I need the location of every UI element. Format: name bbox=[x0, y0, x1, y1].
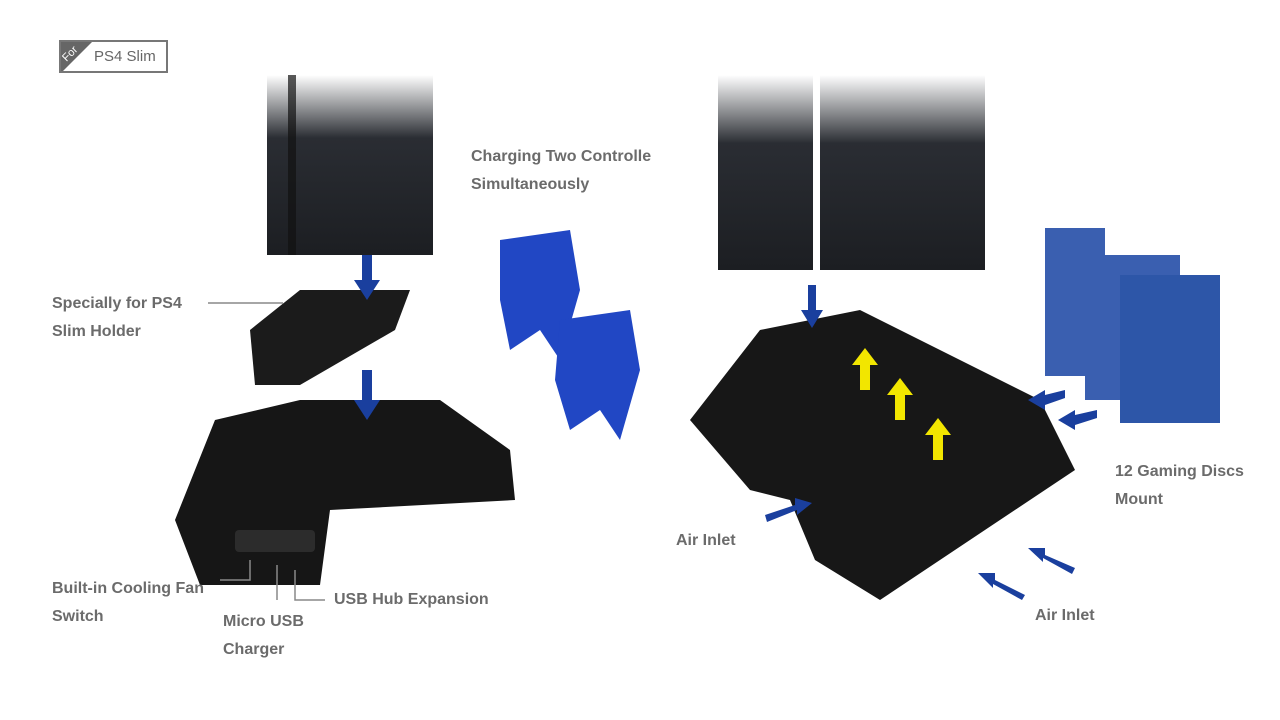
left-arrow-icon bbox=[1028, 390, 1065, 410]
up-arrow-icon bbox=[925, 418, 951, 460]
slim-holder bbox=[250, 290, 410, 385]
badge-model: PS4 Slim bbox=[94, 48, 156, 65]
charging-label-line2: Simultaneously bbox=[471, 176, 590, 193]
fan-switch-label: Built-in Cooling Fan Switch bbox=[52, 575, 204, 631]
discs-mount-label: 12 Gaming Discs Mount bbox=[1115, 458, 1244, 514]
micro-label-line2: Charger bbox=[223, 641, 285, 658]
micro-label-line1: Micro USB bbox=[223, 613, 304, 630]
left-arrow-icon bbox=[978, 573, 1025, 600]
model-badge: For PS4 Slim bbox=[59, 40, 168, 73]
ps4-pro-console bbox=[718, 75, 813, 270]
arrows bbox=[354, 255, 1097, 600]
vertical-stand-right bbox=[690, 310, 1075, 600]
vertical-stand-left bbox=[175, 400, 515, 585]
up-arrow-icon bbox=[852, 348, 878, 390]
charging-label: Charging Two Controlle Simultaneously bbox=[471, 143, 651, 199]
down-arrow-icon bbox=[801, 285, 823, 328]
discs-label-line1: 12 Gaming Discs bbox=[1115, 463, 1244, 480]
down-arrow-icon bbox=[354, 370, 380, 420]
left-arrow-icon bbox=[1058, 410, 1097, 430]
controller-2 bbox=[555, 310, 640, 440]
leader-lines bbox=[208, 302, 325, 601]
holder-label: Specially for PS4 Slim Holder bbox=[52, 290, 182, 346]
down-arrow-icon bbox=[354, 255, 380, 300]
up-arrow-icon bbox=[887, 378, 913, 420]
micro-usb-label: Micro USB Charger bbox=[223, 608, 304, 664]
game-disc-case-3 bbox=[1120, 275, 1220, 423]
fan-label-line2: Switch bbox=[52, 608, 104, 625]
holder-label-line2: Slim Holder bbox=[52, 323, 141, 340]
holder-label-line1: Specially for PS4 bbox=[52, 295, 182, 312]
air-inlet-left-label: Air Inlet bbox=[676, 532, 736, 549]
discs-label-line2: Mount bbox=[1115, 491, 1163, 508]
right-arrow-icon bbox=[765, 498, 812, 522]
ps4-console-right bbox=[820, 75, 985, 270]
fan-label-line1: Built-in Cooling Fan bbox=[52, 580, 204, 597]
charging-label-line1: Charging Two Controlle bbox=[471, 148, 652, 165]
left-arrow-icon bbox=[1028, 548, 1075, 574]
air-inlet-bottom-label: Air Inlet bbox=[1035, 607, 1095, 624]
usb-hub-label: USB Hub Expansion bbox=[334, 591, 489, 608]
badge-corner bbox=[61, 42, 92, 71]
airflow-arrows bbox=[852, 348, 951, 460]
